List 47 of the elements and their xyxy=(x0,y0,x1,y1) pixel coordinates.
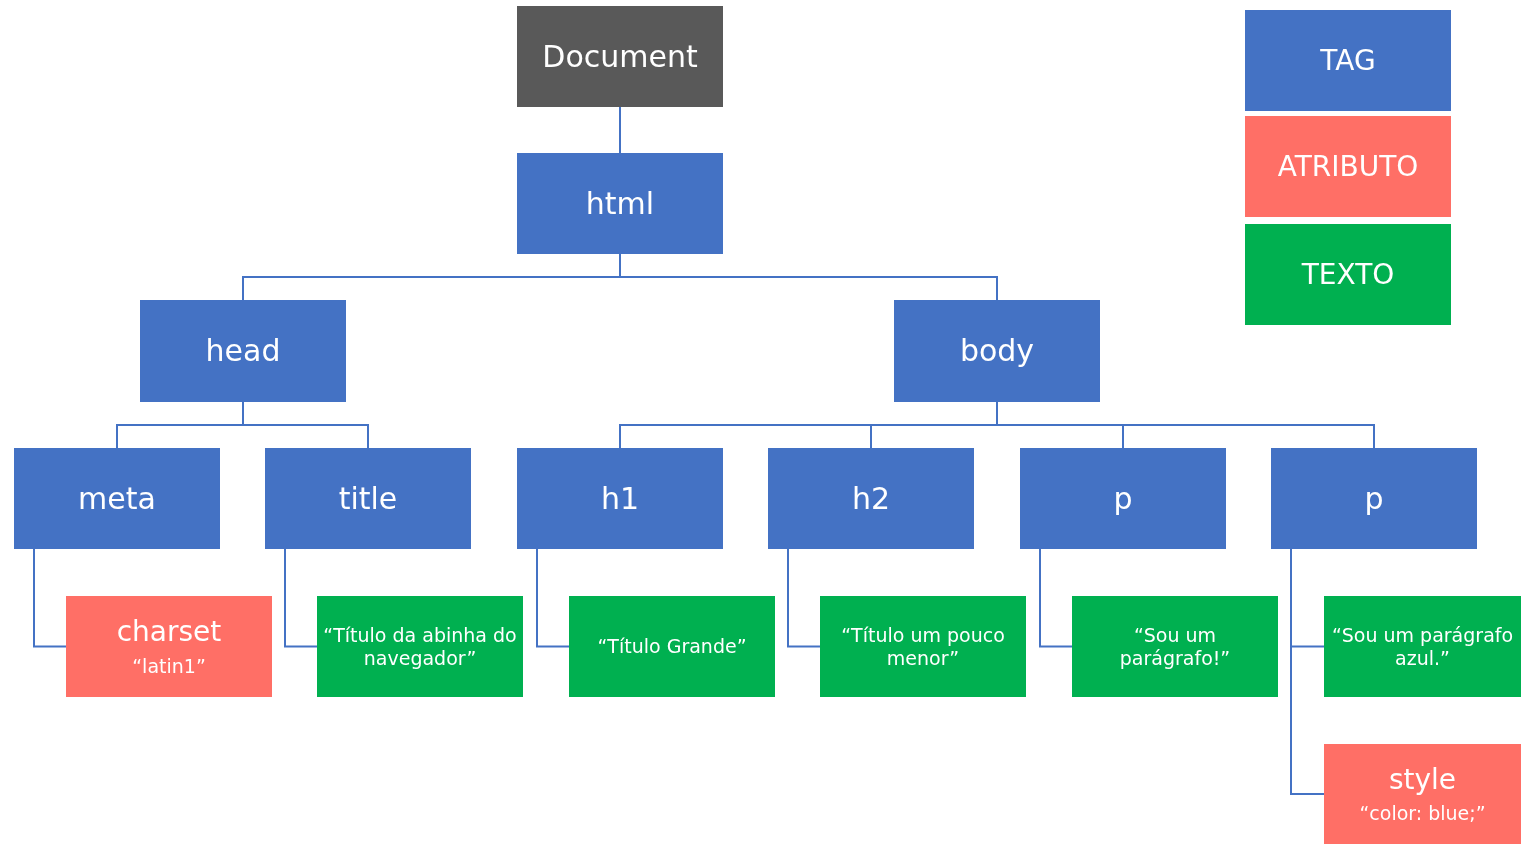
tag-node xyxy=(140,300,346,402)
node-label: “Sou um parágrafo azul.” xyxy=(1330,623,1515,670)
node-label: p xyxy=(1113,480,1133,517)
node-label: “Sou um parágrafo!” xyxy=(1118,623,1232,670)
attribute-node xyxy=(66,596,272,697)
node-label: meta xyxy=(78,480,156,517)
tag-node xyxy=(517,448,723,549)
node-label: style xyxy=(1388,762,1457,797)
tag-node xyxy=(14,448,220,549)
node-label: “Título um pouco menor” xyxy=(840,623,1006,670)
text-node xyxy=(1324,596,1521,697)
document-node xyxy=(517,6,723,107)
text-node xyxy=(317,596,523,697)
legend-label: TAG xyxy=(1320,44,1376,77)
node-label: Document xyxy=(542,38,698,75)
attribute-value: “color: blue;” xyxy=(1359,802,1486,826)
node-label: “Título Grande” xyxy=(597,635,747,658)
node-label: html xyxy=(585,185,655,222)
node-label: h1 xyxy=(600,480,640,517)
attribute-value: “latin1” xyxy=(132,654,206,678)
tag-node xyxy=(1020,448,1226,549)
connector-line xyxy=(242,401,369,449)
connector-line xyxy=(33,548,67,648)
text-node xyxy=(569,596,775,697)
tag-node xyxy=(768,448,974,549)
node-label: “Título da abinha do navegador” xyxy=(322,623,518,670)
legend-label: TEXTO xyxy=(1301,258,1395,291)
tag-node xyxy=(265,448,471,549)
legend-label: ATRIBUTO xyxy=(1277,150,1419,183)
connector-line xyxy=(284,548,318,648)
connector-line xyxy=(536,548,570,648)
connector-line xyxy=(1290,548,1325,795)
text-node xyxy=(1072,596,1278,697)
tag-node xyxy=(894,300,1100,402)
node-label: p xyxy=(1364,480,1384,517)
node-label: h2 xyxy=(851,480,891,517)
node-label: title xyxy=(338,480,398,517)
text-node xyxy=(820,596,1026,697)
tag-node xyxy=(517,153,723,254)
node-label: body xyxy=(959,333,1035,369)
node-label: head xyxy=(205,333,281,369)
tag-node xyxy=(1271,448,1477,549)
connector-line xyxy=(1039,548,1073,648)
attribute-node xyxy=(1324,744,1521,844)
node-label: charset xyxy=(116,615,222,649)
connector-line xyxy=(787,548,821,648)
connector-line xyxy=(619,106,621,154)
